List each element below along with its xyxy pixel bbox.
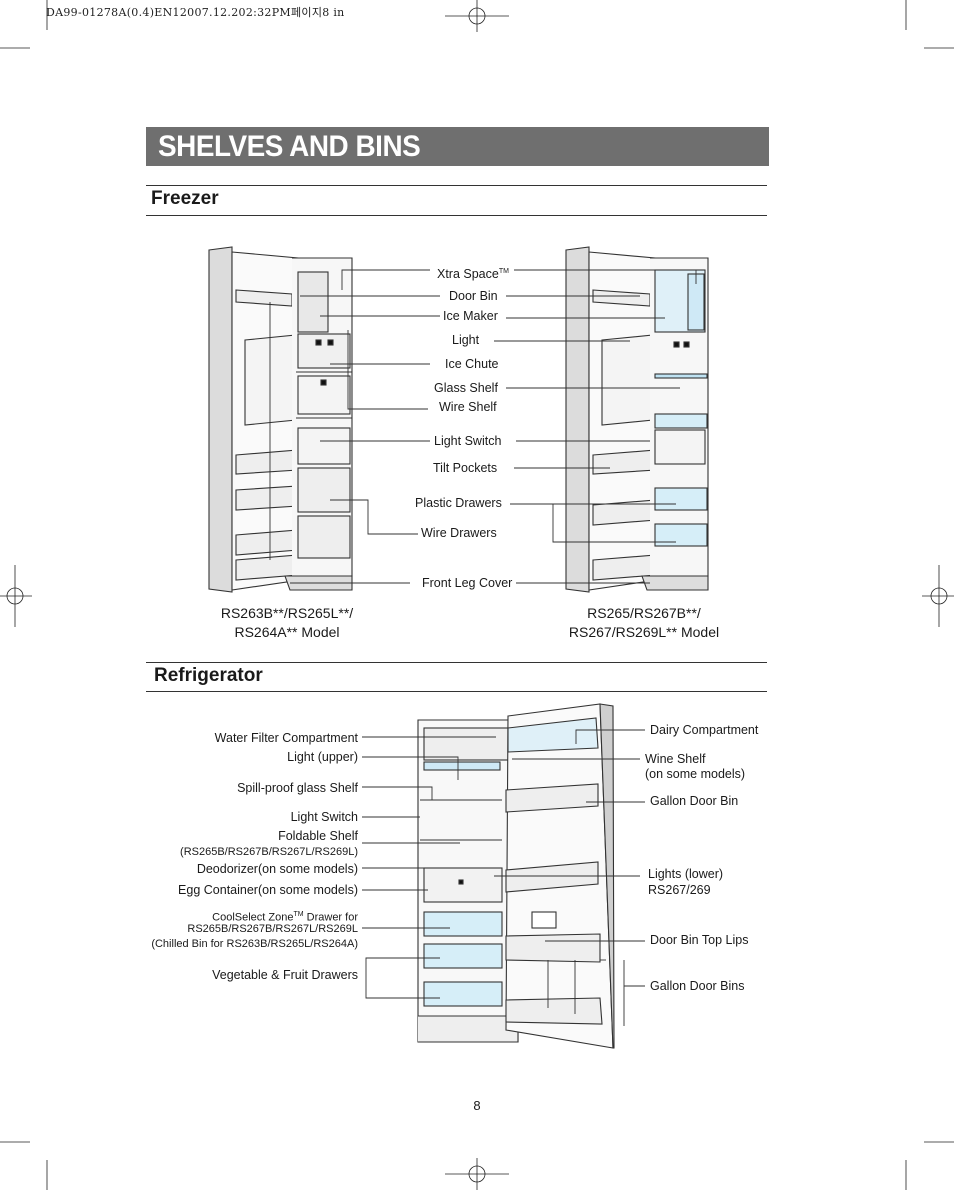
label-gallon-door-bin: Gallon Door Bin	[650, 794, 738, 809]
label-deodorizer: Deodorizer(on some models)	[197, 862, 358, 877]
label-light-upper: Light (upper)	[287, 750, 358, 765]
label-door-bin: Door Bin	[449, 289, 498, 304]
label-wire-drawers: Wire Drawers	[421, 526, 497, 541]
label-ice-chute: Ice Chute	[445, 357, 499, 372]
label-tilt-pockets: Tilt Pockets	[433, 461, 497, 476]
model-caption-left: RS263B**/RS265L**/ RS264A** Model	[187, 604, 387, 642]
page-number: 8	[0, 1098, 954, 1113]
model-caption-right: RS265/RS267B**/ RS267/RS269L** Model	[544, 604, 744, 642]
label-coolselect-line2: RS265B/RS267B/RS267L/RS269L	[187, 922, 358, 937]
label-wine-shelf: Wine Shelf	[645, 752, 705, 767]
freezer-right-drawing	[566, 247, 708, 592]
model-left-line1: RS263B**/RS265L**/	[187, 604, 387, 623]
label-plastic-drawers: Plastic Drawers	[415, 496, 502, 511]
label-gallon-door-bins: Gallon Door Bins	[650, 979, 745, 994]
label-lights-lower-models: RS267/269	[648, 883, 711, 898]
label-light-switch-fridge: Light Switch	[291, 810, 358, 825]
label-wine-shelf-note: (on some models)	[645, 767, 745, 782]
label-wire-shelf: Wire Shelf	[439, 400, 497, 415]
label-spill-proof-shelf: Spill-proof glass Shelf	[237, 781, 358, 796]
tm-mark: TM	[499, 268, 509, 275]
label-foldable-shelf: Foldable Shelf	[278, 829, 358, 844]
label-ice-maker: Ice Maker	[443, 309, 498, 324]
model-right-line2: RS267/RS269L** Model	[544, 623, 744, 642]
label-glass-shelf: Glass Shelf	[434, 381, 498, 396]
label-lights-lower: Lights (lower)	[648, 867, 723, 882]
model-right-line1: RS265/RS267B**/	[544, 604, 744, 623]
freezer-left-drawing	[209, 247, 352, 592]
label-light: Light	[452, 333, 479, 348]
model-left-line2: RS264A** Model	[187, 623, 387, 642]
label-coolselect-line3: (Chilled Bin for RS263B/RS265L/RS264A)	[151, 937, 358, 952]
label-xtra-space: Xtra SpaceTM	[437, 264, 509, 282]
label-egg-container: Egg Container(on some models)	[178, 883, 358, 898]
label-dairy-compartment: Dairy Compartment	[650, 723, 758, 738]
label-veg-fruit-drawers: Vegetable & Fruit Drawers	[212, 968, 358, 983]
label-foldable-models: (RS265B/RS267B/RS267L/RS269L)	[180, 845, 358, 860]
label-water-filter: Water Filter Compartment	[215, 731, 358, 746]
label-door-bin-top-lips: Door Bin Top Lips	[650, 933, 748, 948]
coolselect-tm-mark: TM	[293, 911, 303, 918]
label-front-leg-cover: Front Leg Cover	[422, 576, 512, 591]
label-light-switch: Light Switch	[434, 434, 501, 449]
label-xtra-space-text: Xtra Space	[437, 267, 499, 281]
